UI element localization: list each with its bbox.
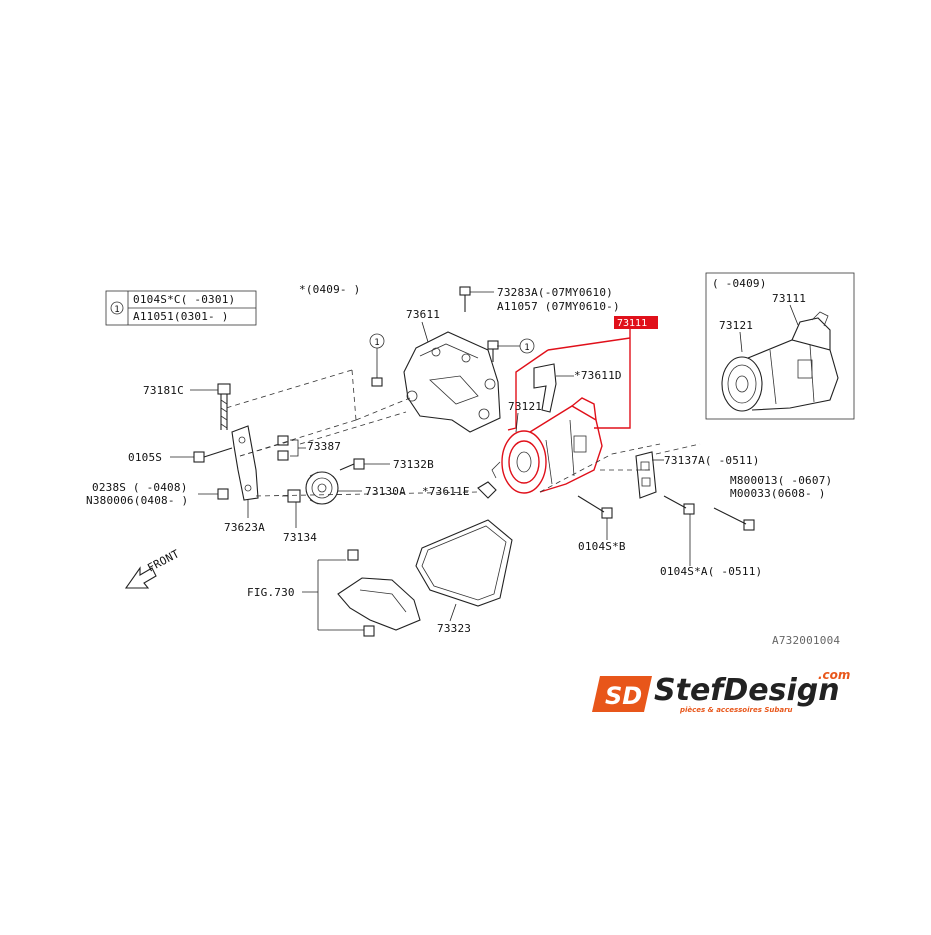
- bolt-m800013: [713, 507, 755, 531]
- front-arrow-icon: [124, 566, 157, 589]
- assembly-guide-lines: [225, 369, 701, 497]
- label-73134: 73134: [283, 531, 317, 544]
- label-0238s: 0238S ( -0408): [92, 481, 188, 494]
- label-0104s-a: 0104S*A( -0511): [660, 565, 762, 578]
- legend-marker: 1: [114, 305, 119, 315]
- label-73611e: *73611E: [422, 485, 470, 498]
- bolt-0104s-a: [663, 495, 695, 515]
- nut-73387-b: [277, 450, 289, 461]
- label-73130a: 73130A: [365, 485, 406, 498]
- highlight-label-box: [614, 316, 658, 329]
- label-73132b: 73132B: [393, 458, 434, 471]
- inset-label-73111: 73111: [772, 292, 806, 305]
- nut-0238s: [217, 488, 229, 500]
- belt-73323: [415, 519, 513, 607]
- label-73323: 73323: [437, 622, 471, 635]
- bracket-73611: [403, 321, 501, 433]
- bracket-73611d: [533, 363, 574, 413]
- label-front: FRONT: [145, 547, 181, 575]
- label-0105s: 0105S: [128, 451, 162, 464]
- inset-label-73121: 73121: [719, 319, 753, 332]
- inset-box: ( -0409) 73111 73121: [705, 272, 855, 420]
- bolt-73283a: [459, 286, 494, 312]
- logo-tagline: pièces & accessoires Subaru: [679, 706, 793, 714]
- pulley-73130a: [305, 471, 339, 505]
- belt-cover: [337, 549, 421, 637]
- circle-marker-left-text: 1: [374, 338, 379, 348]
- label-a11057: A11057 (07MY0610-): [497, 300, 620, 313]
- legend-row-2: A11051(0301- ): [133, 310, 229, 323]
- legend-row-1: 0104S*C( -0301): [133, 293, 235, 306]
- label-m800013: M800013( -0607): [730, 474, 832, 487]
- bracket-73623a: [231, 425, 259, 501]
- bolt-0104s-b: [577, 495, 613, 519]
- bolt-73132b: [339, 458, 365, 471]
- legend-table: 1 0104S*C( -0301) A11051(0301- ): [105, 290, 257, 326]
- inset-compressor-drawing: [721, 311, 839, 412]
- stefdesign-logo: SD StefDesign .com pièces & accessoires …: [592, 668, 850, 714]
- inset-title: ( -0409): [712, 277, 767, 290]
- circle-marker-right-text: 1: [524, 343, 529, 353]
- label-73121: 73121: [508, 400, 542, 413]
- label-73611d: *73611D: [574, 369, 622, 382]
- label-73283a: 73283A(-07MY0610): [497, 286, 613, 299]
- label-0104s-b: 0104S*B: [578, 540, 626, 553]
- highlight-73111: 73111: [501, 316, 658, 494]
- part-73611e: [477, 481, 497, 499]
- label-m00033: M00033(0608- ): [730, 487, 826, 500]
- legend-marker-circle: [110, 301, 124, 315]
- label-asterisk-0409: *(0409- ): [299, 283, 360, 296]
- bolt-73181c: [217, 383, 231, 430]
- bracket-73137a: [635, 451, 657, 499]
- compressor-73111: [491, 419, 587, 485]
- label-n380006: N380006(0408- ): [86, 494, 188, 507]
- logo-mark: SD: [605, 682, 642, 710]
- label-fig730: FIG.730: [247, 586, 295, 599]
- nut-73387-a: [277, 435, 289, 446]
- label-73623a: 73623A: [224, 521, 265, 534]
- bolt-0105s: [193, 447, 233, 463]
- logo-brand: StefDesign: [654, 673, 840, 708]
- label-73137a: 73137A( -0511): [664, 454, 760, 467]
- part-73134: [282, 489, 301, 503]
- label-73181c: 73181C: [143, 384, 184, 397]
- highlight-label: 73111: [617, 318, 647, 329]
- label-73387: 73387: [307, 440, 341, 453]
- logo-domain: .com: [818, 668, 850, 682]
- diagram-code: A732001004: [772, 634, 840, 647]
- label-73611: 73611: [406, 308, 440, 321]
